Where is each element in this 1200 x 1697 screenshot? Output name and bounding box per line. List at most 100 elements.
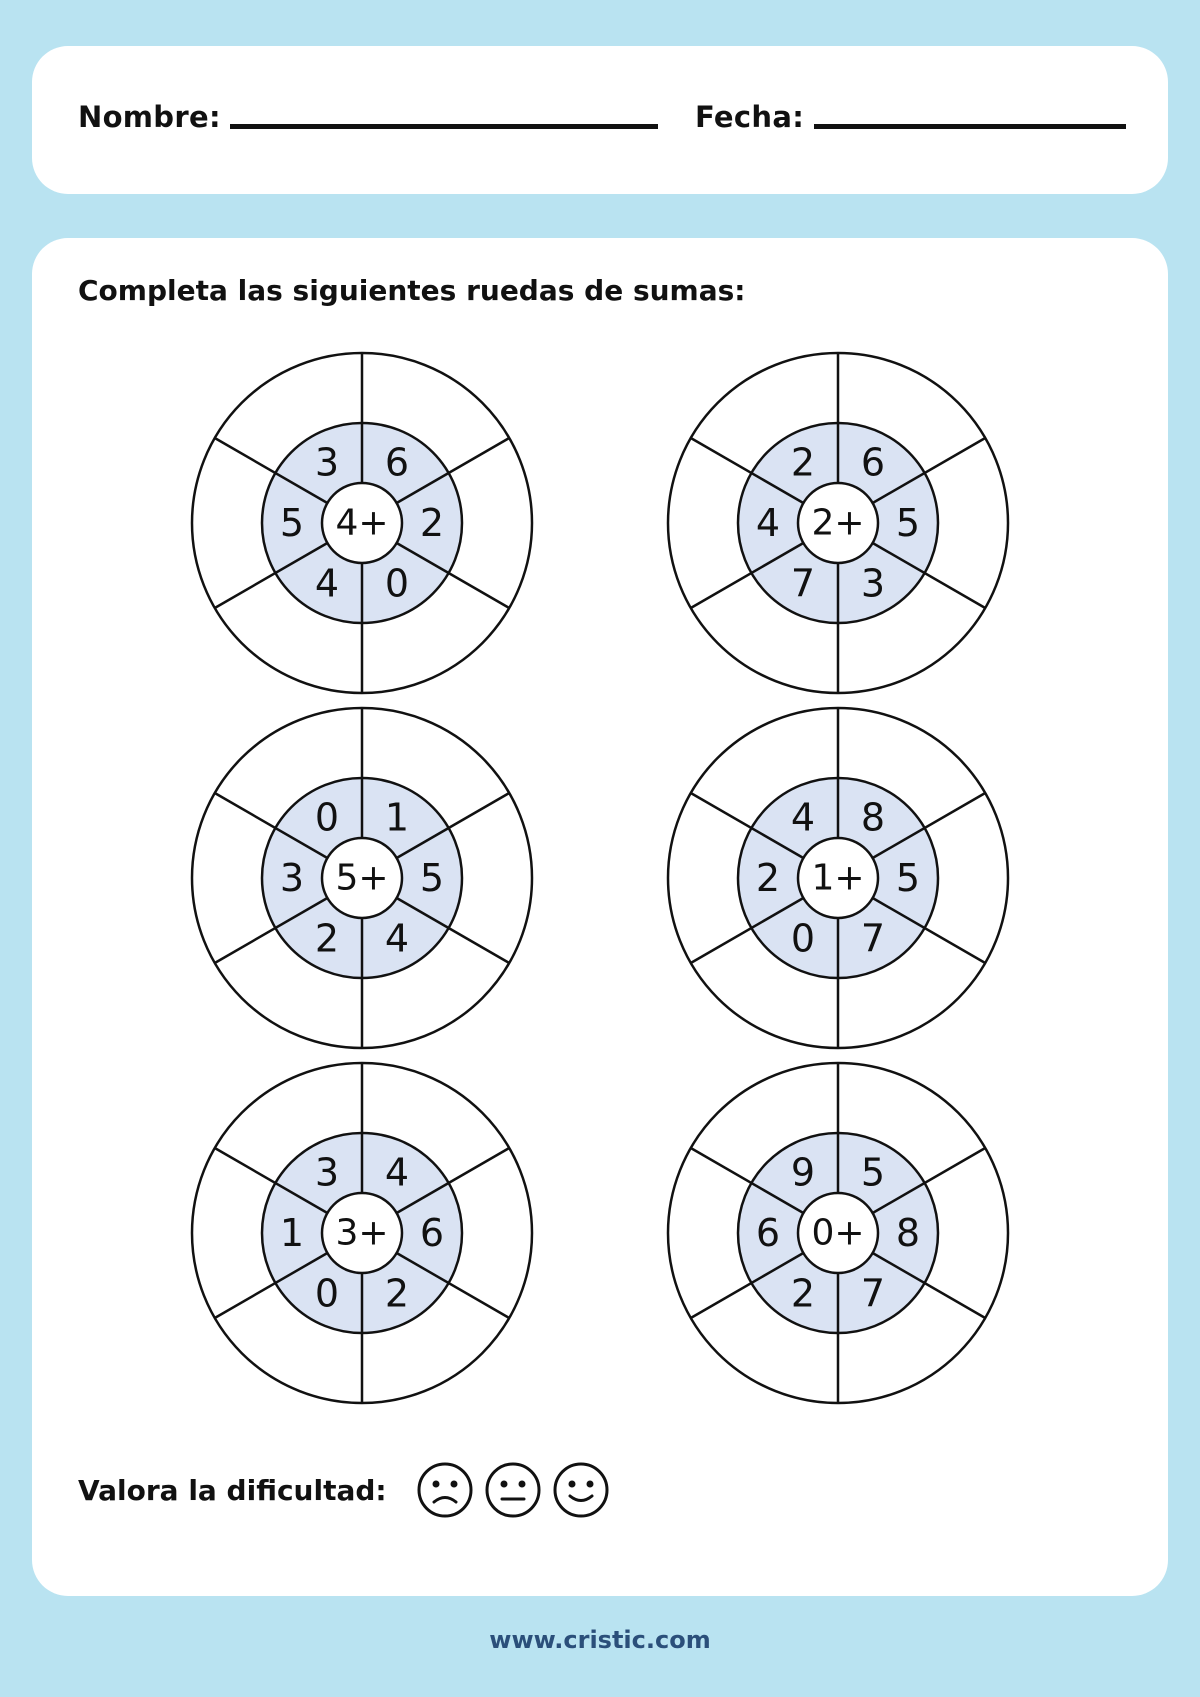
wheel-number: 6 (385, 440, 409, 484)
wheel-number: 6 (756, 1211, 780, 1255)
answer-slot[interactable] (205, 501, 249, 545)
answer-slot[interactable] (273, 1328, 317, 1372)
wheel-number: 2 (791, 440, 815, 484)
wheel-center-label: 4+ (335, 503, 388, 544)
answer-slot[interactable] (749, 618, 793, 662)
answer-slot[interactable] (273, 973, 317, 1017)
answer-slot[interactable] (951, 1211, 995, 1255)
wheel-number: 7 (861, 1272, 885, 1316)
wheel-number: 0 (791, 917, 815, 961)
wheel-number: 5 (861, 1150, 885, 1194)
wheel-center (320, 1191, 404, 1275)
sad-face-icon[interactable] (415, 1460, 475, 1520)
wheel-number: 0 (385, 562, 409, 606)
page-title: Completa las siguientes ruedas de sumas: (78, 274, 746, 307)
wheel-number: 2 (791, 1272, 815, 1316)
answer-slot[interactable] (681, 501, 725, 545)
answer-slot[interactable] (408, 973, 452, 1017)
wheel-number: 4 (385, 1150, 409, 1194)
neutral-face-icon[interactable] (483, 1460, 543, 1520)
answer-slot[interactable] (273, 618, 317, 662)
happy-face-icon[interactable] (551, 1460, 611, 1520)
wheel-center (796, 1191, 880, 1275)
wheel-center (320, 836, 404, 920)
date-label: Fecha: (695, 100, 805, 134)
wheel-center-label: 1+ (811, 858, 864, 899)
wheel-number: 9 (791, 1150, 815, 1194)
answer-slot[interactable] (273, 384, 317, 428)
wheel-number: 2 (756, 856, 780, 900)
answer-slot[interactable] (408, 618, 452, 662)
answer-slot[interactable] (408, 1094, 452, 1138)
wheel-number: 2 (420, 501, 444, 545)
answer-slot[interactable] (408, 739, 452, 783)
wheel-center (796, 481, 880, 565)
wheel-number: 2 (385, 1272, 409, 1316)
wheel-center-label: 0+ (811, 1213, 864, 1254)
answer-slot[interactable] (273, 739, 317, 783)
answer-slot[interactable] (884, 1094, 928, 1138)
answer-slot[interactable] (749, 1328, 793, 1372)
answer-slot[interactable] (749, 384, 793, 428)
answer-slot[interactable] (884, 618, 928, 662)
rating-label: Valora la dificultad: (78, 1473, 387, 1507)
wheel-center (320, 481, 404, 565)
wheel-number: 1 (385, 795, 409, 839)
wheel-number: 6 (861, 440, 885, 484)
wheel-number: 5 (896, 501, 920, 545)
answer-slot[interactable] (475, 501, 519, 545)
sum-wheel: 3+ 3 462 01 (190, 1061, 534, 1405)
answer-slot[interactable] (681, 1211, 725, 1255)
wheel-center (796, 836, 880, 920)
wheel-center-label: 5+ (335, 858, 388, 899)
wheel-number: 0 (315, 795, 339, 839)
wheel-number: 0 (315, 1272, 339, 1316)
answer-slot[interactable] (205, 856, 249, 900)
name-label: Nombre: (78, 100, 221, 134)
answer-slot[interactable] (475, 856, 519, 900)
answer-slot[interactable] (749, 1094, 793, 1138)
wheel-number: 4 (756, 501, 780, 545)
wheel-number: 8 (861, 795, 885, 839)
answer-slot[interactable] (884, 973, 928, 1017)
wheel-number: 3 (861, 562, 885, 606)
answer-slot[interactable] (205, 1211, 249, 1255)
wheel-center-label: 3+ (335, 1213, 388, 1254)
answer-slot[interactable] (951, 501, 995, 545)
answer-slot[interactable] (681, 856, 725, 900)
wheel-number: 1 (280, 1211, 304, 1255)
wheel-number: 8 (896, 1211, 920, 1255)
footer-url[interactable]: www.cristic.com (489, 1626, 711, 1654)
name-field[interactable] (230, 124, 658, 129)
answer-slot[interactable] (749, 739, 793, 783)
date-field[interactable] (814, 124, 1126, 129)
wheel-number: 5 (420, 856, 444, 900)
wheel-number: 4 (385, 917, 409, 961)
answer-slot[interactable] (408, 1328, 452, 1372)
header-card: Nombre: Fecha: (32, 46, 1168, 194)
wheel-number: 6 (420, 1211, 444, 1255)
answer-slot[interactable] (475, 1211, 519, 1255)
answer-slot[interactable] (884, 384, 928, 428)
sum-wheel: 0+ 9 587 26 (666, 1061, 1010, 1405)
wheel-number: 4 (791, 795, 815, 839)
answer-slot[interactable] (273, 1094, 317, 1138)
wheel-number: 7 (791, 562, 815, 606)
wheel-number: 3 (315, 440, 339, 484)
wheel-number: 4 (315, 562, 339, 606)
wheel-number: 3 (280, 856, 304, 900)
wheel-number: 5 (896, 856, 920, 900)
answer-slot[interactable] (951, 856, 995, 900)
answer-slot[interactable] (408, 384, 452, 428)
answer-slot[interactable] (884, 739, 928, 783)
wheel-number: 3 (315, 1150, 339, 1194)
wheel-number: 7 (861, 917, 885, 961)
sum-wheel: 1+ 4 857 02 (666, 706, 1010, 1050)
answer-slot[interactable] (749, 973, 793, 1017)
answer-slot[interactable] (884, 1328, 928, 1372)
difficulty-rating: Valora la dificultad: (78, 1460, 619, 1520)
